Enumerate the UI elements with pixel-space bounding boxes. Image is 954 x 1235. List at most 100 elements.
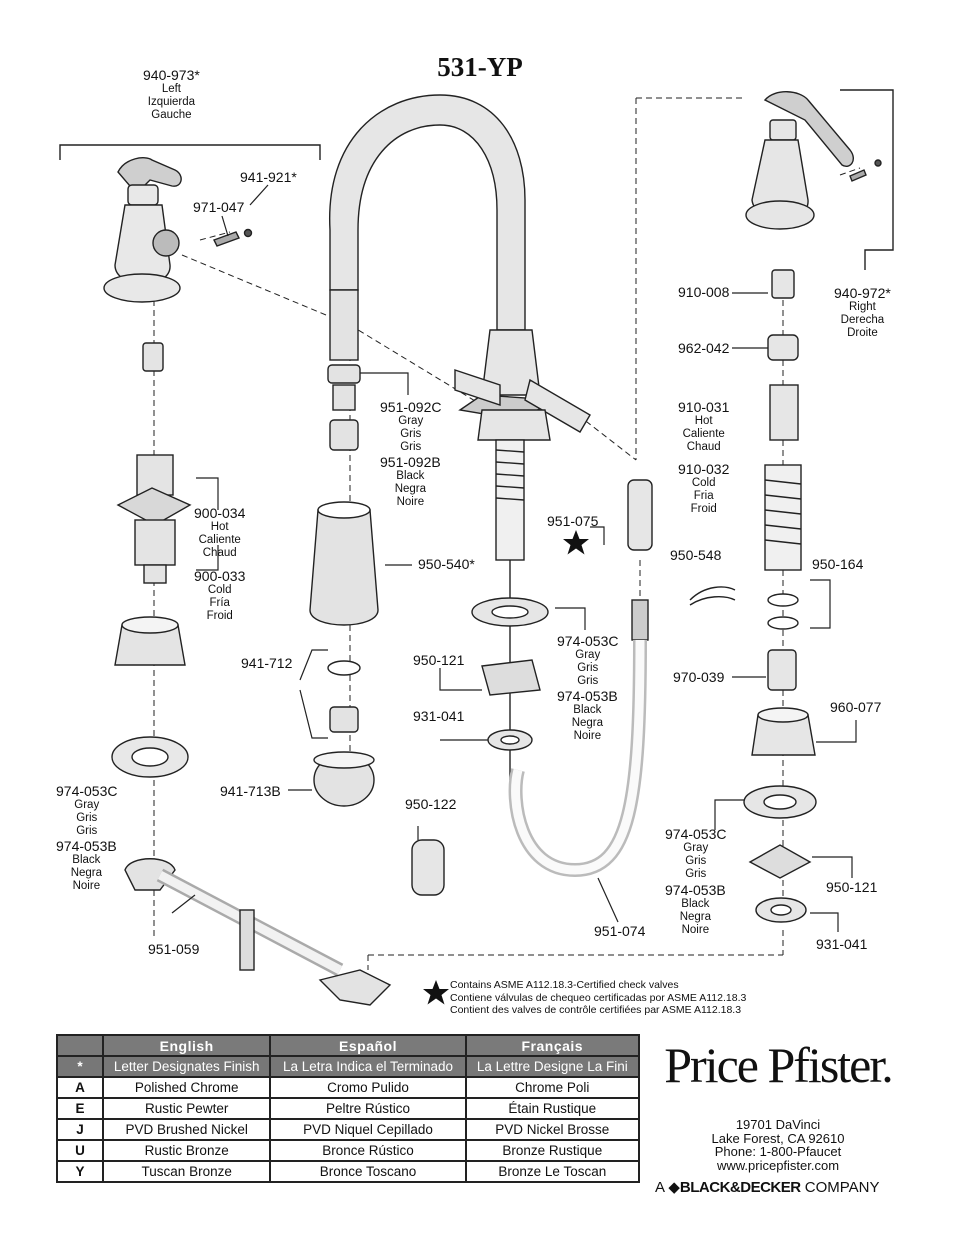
part-descriptor: Fría: [209, 597, 230, 609]
company-address: 19701 DaVinci Lake Forest, CA 92610 Phon…: [690, 1118, 866, 1172]
part-descriptor: Gris: [76, 812, 98, 824]
part-descriptor: Right: [848, 301, 876, 313]
part-descriptor: Noire: [681, 924, 710, 936]
part-number: 940-972*: [834, 285, 891, 301]
finish-value: PVD Niquel Cepillado: [269, 1118, 467, 1141]
part-label-950-121: 950-121: [413, 653, 464, 668]
part-label-962-042: 962-042: [678, 341, 729, 356]
part-number: 962-042: [678, 340, 730, 356]
part-descriptor: Black: [72, 854, 101, 866]
header-francais: Français: [464, 1034, 641, 1057]
part-number: 951-075: [547, 513, 599, 529]
part-descriptor: Chaud: [202, 547, 237, 559]
part-number: 974-053C: [665, 826, 727, 842]
finish-value: Bronce Rústico: [269, 1139, 467, 1162]
part-descriptor: Derecha: [840, 314, 885, 326]
part-number: 974-053B: [56, 838, 117, 854]
bottom-hose-assembly: [124, 858, 392, 1006]
part-label-951-075: 951-075: [547, 514, 598, 529]
part-descriptor: Gray: [74, 799, 100, 811]
part-descriptor: Froid: [690, 503, 717, 515]
finish-value: Chrome Poli: [464, 1076, 641, 1099]
part-number: 900-034: [194, 505, 246, 521]
part-number: 950-121: [826, 879, 878, 895]
finish-code: A: [56, 1076, 104, 1099]
finish-code: *: [56, 1055, 104, 1078]
part-number: 950-540*: [418, 556, 475, 572]
part-descriptor: Negra: [70, 867, 103, 879]
part-label-960-077: 960-077: [830, 700, 881, 715]
part-label-941-713b: 941-713B: [220, 784, 281, 799]
finish-code: J: [56, 1118, 104, 1141]
part-label-950-122: 950-122: [405, 797, 456, 812]
price-pfister-logo: Price Pfister.: [664, 1037, 894, 1093]
finish-value: La Letra Indica el Terminado: [269, 1055, 467, 1078]
company-prefix: A: [655, 1179, 665, 1196]
part-number: 941-712: [241, 655, 293, 671]
black-decker-logo: ◆BLACK&DECKER: [668, 1179, 801, 1196]
finish-value: Bronze Rustique: [464, 1139, 641, 1162]
finish-table: English Español Français * Letter Design…: [56, 1034, 641, 1183]
part-descriptor: Gray: [398, 415, 424, 427]
part-number: 974-053C: [557, 633, 619, 649]
part-number: 974-053B: [557, 688, 618, 704]
part-number: 910-008: [678, 284, 730, 300]
part-descriptor: Noire: [396, 496, 425, 508]
part-number: 910-031: [678, 399, 730, 415]
part-descriptor: Cold: [691, 477, 716, 489]
part-descriptor: Black: [681, 898, 710, 910]
part-number: 941-921*: [240, 169, 297, 185]
finish-code: E: [56, 1097, 104, 1120]
part-label-910-008: 910-008: [678, 285, 729, 300]
part-label-951-074: 951-074: [594, 924, 645, 939]
finish-code-header: [56, 1034, 104, 1057]
part-number: 960-077: [830, 699, 882, 715]
part-descriptor: Black: [396, 470, 425, 482]
center-mount: [411, 479, 653, 896]
finish-value: Polished Chrome: [101, 1076, 272, 1099]
brand-logo: Price Pfister.: [657, 1036, 899, 1094]
asme-note-en: Contains ASME A112.18.3-Certified check …: [450, 979, 679, 991]
spout: [329, 94, 591, 780]
right-handle-bracket: [840, 89, 894, 270]
part-number: 931-041: [816, 936, 868, 952]
part-descriptor: Froid: [206, 610, 233, 622]
asme-note-es: Contiene válvulas de chequeo certificada…: [450, 991, 747, 1004]
part-descriptor: Gris: [76, 825, 98, 837]
left-handle-bracket: [59, 144, 321, 160]
right-handle: [689, 91, 882, 923]
part-label-950-121: 950-121: [826, 880, 877, 895]
part-number: 941-713B: [220, 783, 281, 799]
part-number: 951-074: [594, 923, 646, 939]
part-descriptor: Gray: [575, 649, 601, 661]
part-label-971-047: 971-047: [193, 200, 244, 215]
part-descriptor: Black: [573, 704, 602, 716]
part-descriptor: Gris: [685, 855, 707, 867]
finish-value: Cromo Pulido: [269, 1076, 467, 1099]
part-descriptor: Left: [161, 83, 181, 95]
part-descriptor: Caliente: [198, 534, 241, 546]
finish-value: Rustic Bronze: [101, 1139, 272, 1162]
part-number: 950-548: [670, 547, 722, 563]
address-line: 19701 DaVinci: [735, 1117, 821, 1132]
part-descriptor: Gray: [683, 842, 709, 854]
asme-note-fr: Contient des valves de contrôle certifié…: [450, 1004, 742, 1016]
left-cartridge: [111, 342, 192, 778]
address-line: Phone: 1-800-Pfaucet: [714, 1144, 842, 1159]
part-label-950-548: 950-548: [670, 548, 721, 563]
part-descriptor: Negra: [394, 483, 427, 495]
part-number: 971-047: [193, 199, 245, 215]
finish-value: PVD Nickel Brosse: [464, 1118, 641, 1141]
header-espanol: Español: [269, 1034, 467, 1057]
part-descriptor: Cold: [207, 584, 232, 596]
